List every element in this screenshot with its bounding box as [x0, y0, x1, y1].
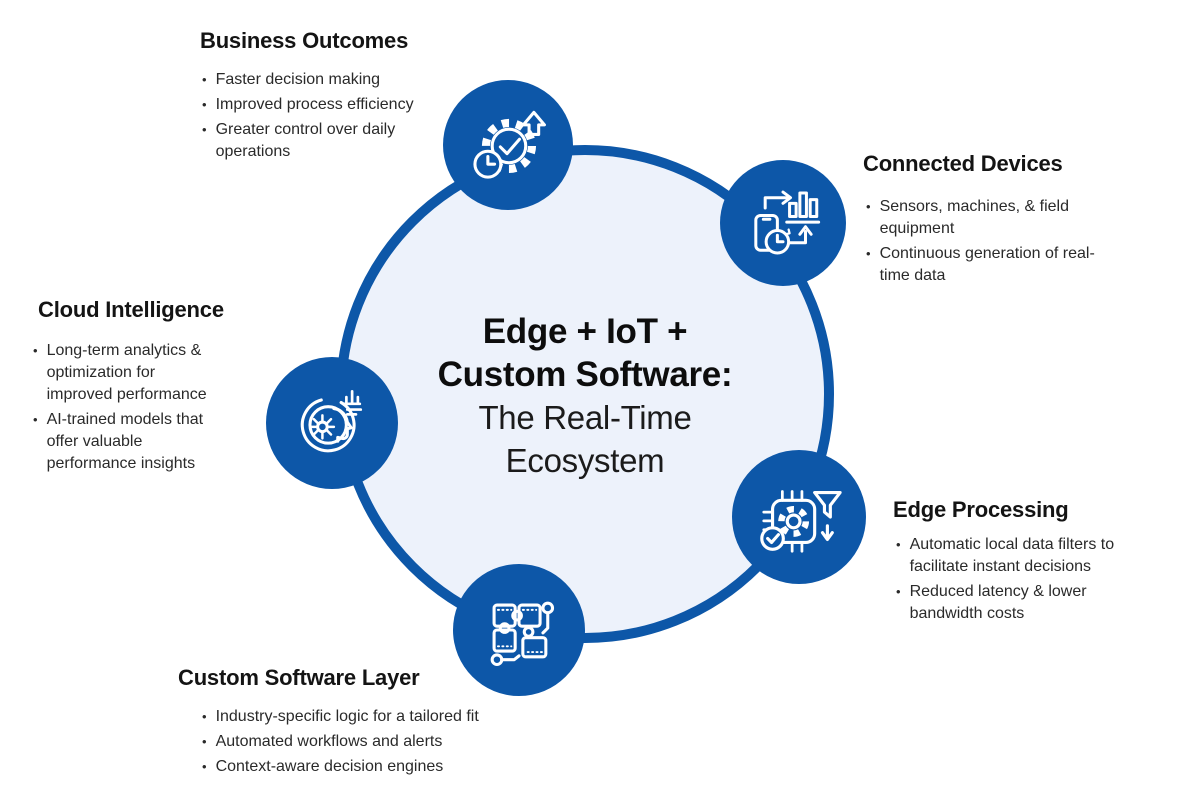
bullet-item: • Faster decision making	[202, 69, 414, 91]
bullet-marker: •	[202, 97, 207, 112]
bullet-item: • Reduced latency & lower bandwidth cost…	[896, 581, 1114, 625]
bullet-item: • Automatic local data filters to facili…	[896, 534, 1114, 578]
connected-devices-bullets: • Sensors, machines, & field equipment •…	[866, 196, 1095, 290]
bullet-text: Context-aware decision engines	[215, 758, 444, 775]
bullet-item: • Continuous generation of real- time da…	[866, 243, 1095, 287]
business-outcomes-bullets: • Faster decision making • Improved proc…	[202, 69, 414, 166]
bullet-marker: •	[866, 199, 871, 214]
bullet-marker: •	[202, 709, 207, 724]
bullet-text: Automatic local data filters to facilita…	[909, 536, 1115, 575]
title-line-4: Ecosystem	[505, 442, 665, 479]
bullet-text: Industry-specific logic for a tailored f…	[215, 708, 479, 725]
title-line-1: Edge + IoT +	[482, 312, 688, 351]
ai-head-gear-icon	[300, 390, 363, 453]
cloud-intelligence-heading: Cloud Intelligence	[38, 297, 224, 322]
bullet-item: • Long-term analytics & optimization for…	[33, 340, 207, 406]
bullet-text: Reduced latency & lower bandwidth costs	[909, 583, 1087, 622]
connected-devices-heading: Connected Devices	[863, 151, 1063, 176]
gear-check-clock-arrow-icon	[473, 110, 546, 179]
bullet-marker: •	[202, 122, 207, 137]
bullet-text: Faster decision making	[215, 71, 381, 88]
bullet-item: • AI-trained models that offer valuable …	[33, 409, 207, 475]
business-outcomes-heading: Business Outcomes	[200, 28, 409, 53]
node-connected-devices	[720, 160, 846, 286]
cloud-intelligence-bullets: • Long-term analytics & optimization for…	[33, 340, 207, 478]
bullet-text: Continuous generation of real- time data	[879, 245, 1095, 284]
bullet-item: • Improved process efficiency	[202, 94, 414, 116]
bullet-text: AI-trained models that offer valuable pe…	[46, 411, 204, 472]
bullet-text: Automated workflows and alerts	[215, 733, 443, 750]
chip-gear-funnel-icon	[760, 490, 842, 553]
bullet-text: Greater control over daily operations	[215, 121, 396, 160]
edge-processing-bullets: • Automatic local data filters to facili…	[896, 534, 1114, 628]
node-custom-software-layer	[453, 564, 585, 696]
bullet-text: Improved process efficiency	[215, 96, 414, 113]
node-edge-processing	[732, 450, 866, 584]
bullet-marker: •	[896, 537, 901, 552]
edge-processing-heading: Edge Processing	[893, 497, 1069, 522]
bullet-marker: •	[202, 759, 207, 774]
title-line-3: The Real-Time	[478, 399, 692, 436]
bullet-marker: •	[866, 246, 871, 261]
bullet-marker: •	[202, 734, 207, 749]
puzzle-pieces-icon	[490, 601, 555, 667]
diagram-title: Edge + IoT + Custom Software: The Real-T…	[365, 310, 805, 482]
bullet-item: • Sensors, machines, & field equipment	[866, 196, 1095, 240]
phone-data-sync-icon	[754, 190, 821, 255]
bullet-item: • Automated workflows and alerts	[202, 731, 479, 753]
node-business-outcomes	[443, 80, 573, 210]
custom-software-layer-bullets: • Industry-specific logic for a tailored…	[202, 706, 479, 781]
bullet-marker: •	[33, 412, 38, 427]
bullet-marker: •	[33, 343, 38, 358]
bullet-item: • Greater control over daily operations	[202, 119, 414, 163]
title-line-2: Custom Software:	[437, 355, 733, 394]
node-cloud-intelligence	[266, 357, 398, 489]
bullet-text: Sensors, machines, & field equipment	[879, 198, 1069, 237]
bullet-marker: •	[896, 584, 901, 599]
bullet-item: • Industry-specific logic for a tailored…	[202, 706, 479, 728]
bullet-marker: •	[202, 72, 207, 87]
bullet-item: • Context-aware decision engines	[202, 756, 479, 778]
custom-software-layer-heading: Custom Software Layer	[178, 665, 420, 690]
bullet-text: Long-term analytics & optimization for i…	[46, 342, 207, 403]
